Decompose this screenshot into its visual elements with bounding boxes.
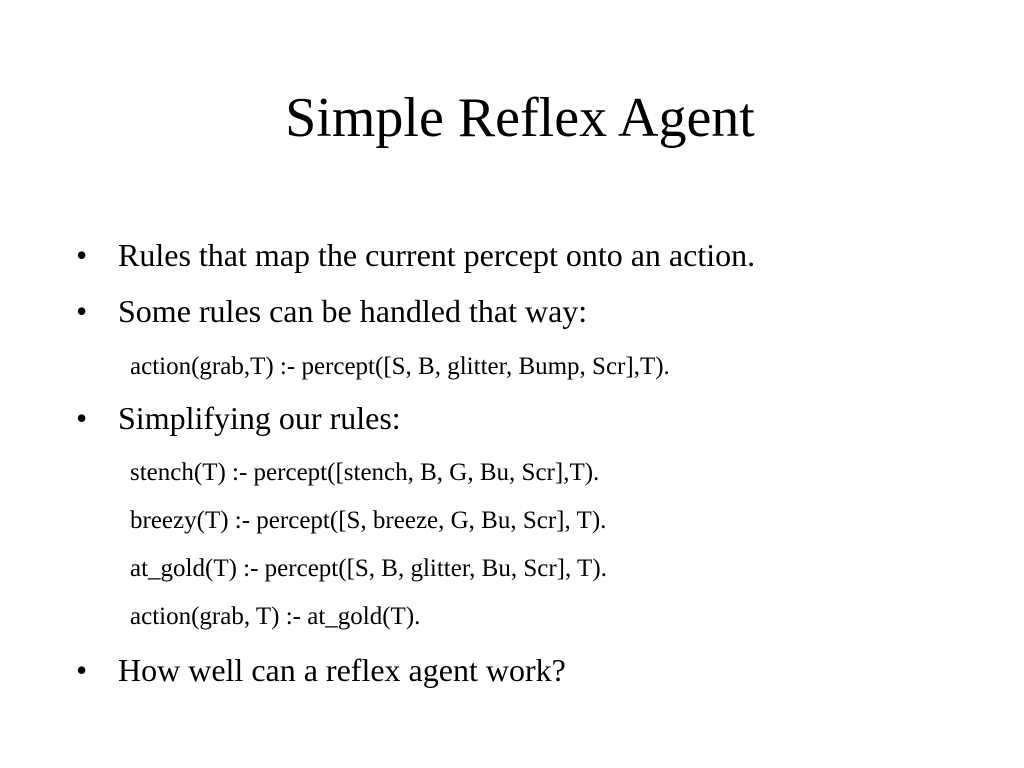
bullet-item: • Some rules can be handled that way:	[0, 291, 1024, 331]
sub-item: stench(T) :- percept([stench, B, G, Bu, …	[130, 459, 600, 486]
slide-title: Simple Reflex Agent	[285, 87, 755, 149]
bullet-marker: •	[76, 293, 88, 329]
bullet-text: Simplifying our rules:	[118, 400, 401, 436]
bullet-marker: •	[76, 237, 88, 273]
bullet-text: Rules that map the current percept onto …	[118, 237, 756, 273]
sub-item: breezy(T) :- percept([S, breeze, G, Bu, …	[130, 507, 607, 534]
bullet-text: How well can a reflex agent work?	[118, 652, 566, 688]
bullet-item: • Simplifying our rules:	[0, 398, 1024, 438]
sub-item: action(grab,T) :- percept([S, B, glitter…	[130, 353, 670, 380]
sub-item: action(grab, T) :- at_gold(T).	[130, 603, 421, 630]
bullet-marker: •	[76, 652, 88, 688]
bullet-item: • How well can a reflex agent work?	[0, 650, 1024, 690]
bullet-item: • Rules that map the current percept ont…	[0, 235, 1024, 275]
sub-item: at_gold(T) :- percept([S, B, glitter, Bu…	[130, 555, 607, 582]
bullet-marker: •	[76, 400, 88, 436]
bullet-text: Some rules can be handled that way:	[118, 293, 588, 329]
